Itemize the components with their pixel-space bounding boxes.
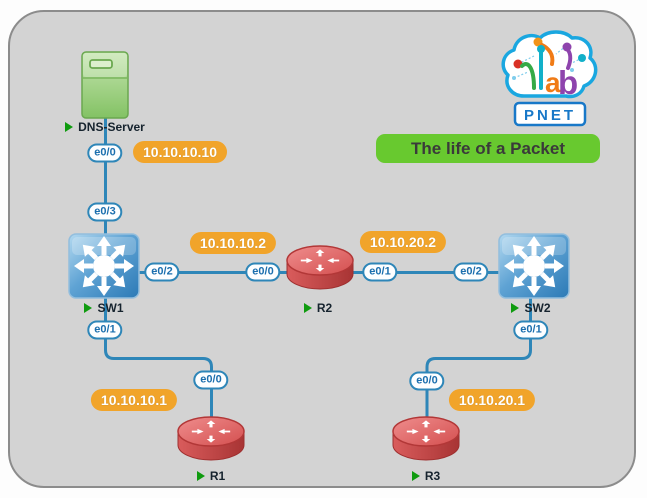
interface-label-r2-e0-0: e0/0: [245, 262, 281, 282]
switch-icon[interactable]: [68, 233, 140, 299]
node-label-text: R3: [424, 469, 441, 483]
router-icon[interactable]: [286, 244, 354, 291]
node-label-r2: R2: [258, 301, 378, 315]
node-label-dns-server: DNS-Server: [45, 120, 165, 134]
play-triangle-icon: [411, 471, 420, 481]
interface-label-r3-e0-0: e0/0: [409, 371, 445, 391]
server-icon[interactable]: [80, 50, 130, 120]
ip-label-r3: 10.10.20.1: [448, 389, 536, 411]
play-triangle-icon: [303, 303, 312, 313]
node-label-text: R1: [209, 469, 226, 483]
ip-label-dns: 10.10.10.10: [133, 141, 227, 163]
ip-label-r2-left: 10.10.10.2: [189, 232, 277, 254]
diagram-title: The life of a Packet: [376, 134, 600, 163]
logo-stems: [520, 43, 573, 90]
interface-label-r1-e0-0: e0/0: [193, 370, 229, 390]
switch-icon[interactable]: [498, 233, 570, 299]
interface-label-r2-e0-1: e0/1: [362, 262, 398, 282]
logo-letter-b: b: [558, 64, 578, 101]
node-label-text: R2: [316, 301, 333, 315]
interface-label-sw2-e0-2: e0/2: [453, 262, 489, 282]
logo-badge-text: PNET: [524, 107, 576, 124]
node-label-r1: R1: [151, 469, 271, 483]
ip-label-r1: 10.10.10.1: [90, 389, 178, 411]
interface-label-sw1-e0-3: e0/3: [87, 202, 123, 222]
play-triangle-icon: [65, 122, 74, 132]
logo-stem-dot: [562, 42, 572, 52]
router-icon[interactable]: [392, 415, 460, 462]
node-label-sw1: SW1: [44, 301, 164, 315]
interface-label-sw1-e0-1: e0/1: [87, 320, 123, 340]
pnetlab-logo: a b PNET: [501, 30, 598, 127]
logo-badge-frame: [513, 101, 587, 127]
node-label-r3: R3: [366, 469, 486, 483]
router-icon[interactable]: [177, 415, 245, 462]
node-label-text: SW2: [524, 301, 551, 315]
interface-label-sw1-e0-2: e0/2: [144, 262, 180, 282]
play-triangle-icon: [196, 471, 205, 481]
node-label-text: DNS-Server: [78, 120, 145, 134]
interface-label-dns-e0-0: e0/0: [87, 143, 123, 163]
ip-label-r2-right: 10.10.20.2: [359, 231, 447, 253]
logo-cloud-icon: [501, 30, 598, 99]
node-label-text: SW1: [97, 301, 124, 315]
logo-stem-dot: [537, 45, 545, 53]
play-triangle-icon: [511, 303, 520, 313]
diagram-title-text: The life of a Packet: [411, 138, 565, 158]
play-triangle-icon: [84, 303, 93, 313]
logo-letter-a: a: [545, 67, 561, 98]
node-label-sw2: SW2: [471, 301, 591, 315]
logo-node-dots: [512, 37, 586, 80]
interface-label-sw2-e0-1: e0/1: [513, 320, 549, 340]
